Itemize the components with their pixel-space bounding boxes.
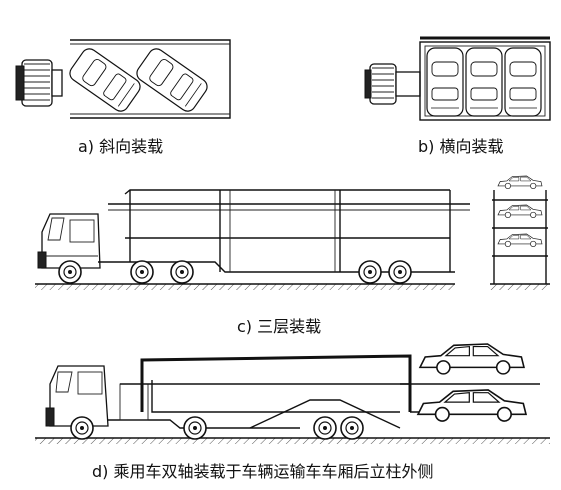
diagram-c-three-layer-loading [35,175,550,290]
transverse-car-1 [426,47,464,117]
truck-cab-side-view-c [37,213,101,269]
caption-b: b) 横向装载 [418,137,504,156]
rear-upper-car [419,343,525,375]
diagonal-car-1 [66,45,144,115]
diagram-b-transverse-loading [364,36,551,121]
truck-cab-top-view-a [15,59,63,107]
stacked-car-3 [497,233,543,247]
stacked-car-1 [497,175,543,189]
caption-c: c) 三层装载 [237,317,322,336]
trailer-frame-c [108,189,470,272]
caption-d: d) 乘用车双轴装载于车辆运输车车厢后立柱外侧 [92,462,434,481]
diagram-d-rear-post-loading [35,343,550,444]
transverse-car-3 [504,47,542,117]
caption-a: a) 斜向装载 [78,137,164,156]
trailer-frame-d [120,354,540,429]
transverse-car-2 [465,47,503,117]
truck-cab-top-view-b [364,63,421,105]
truck-cab-side-view-d [45,365,109,427]
stacked-car-rack-c [490,190,550,290]
stacked-car-2 [497,204,543,218]
diagonal-car-2 [133,45,211,115]
ground-d [35,438,550,444]
diagram-a-diagonal-loading [15,39,231,119]
ground-c [35,284,455,290]
rear-lower-car [417,389,527,422]
trailer-deck-a [70,39,231,119]
